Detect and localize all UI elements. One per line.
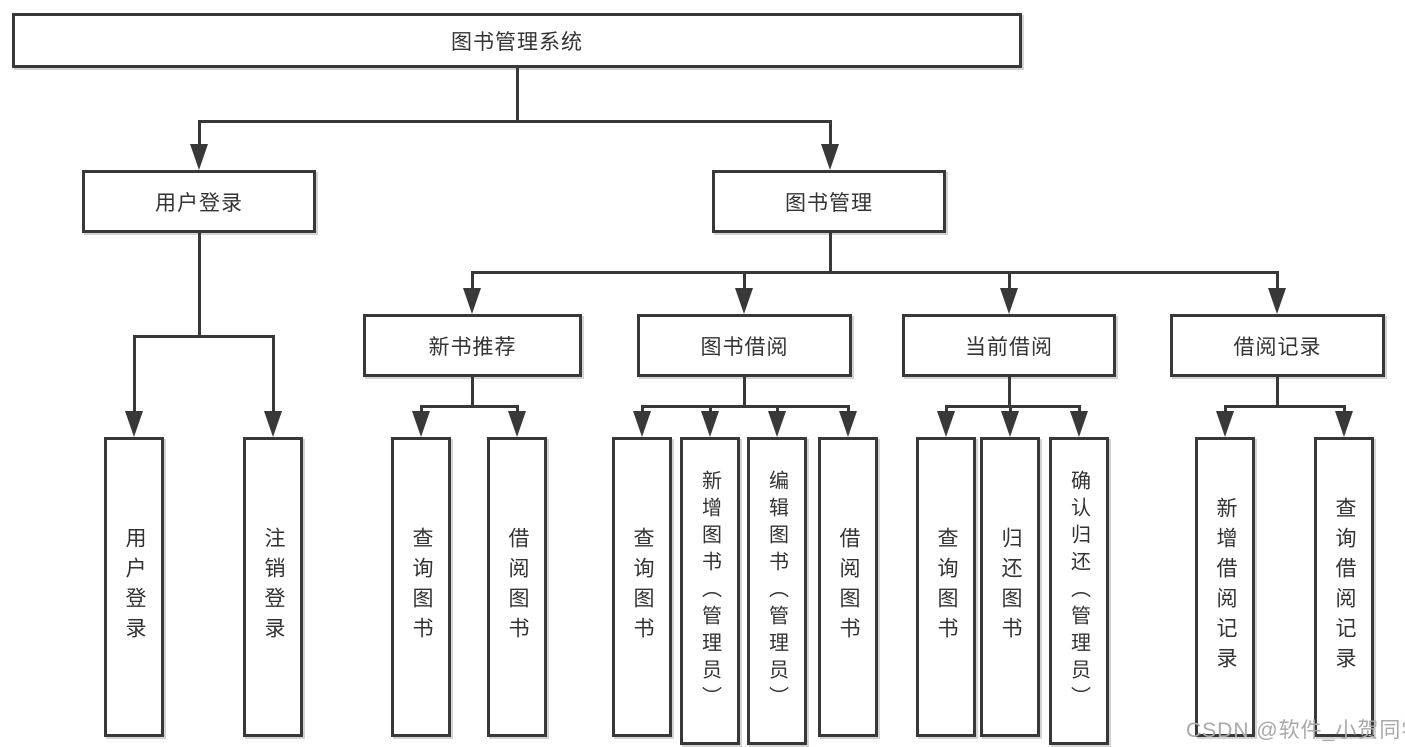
connector-root-drop-left xyxy=(197,120,201,144)
node-borrowing-records: 借阅记录 xyxy=(1170,314,1385,377)
arrowhead-to-user-login xyxy=(190,144,208,170)
connector-cb-drop-1 xyxy=(944,405,948,411)
arrowhead-to-leaf-user-login xyxy=(125,411,143,437)
arrowhead-to-current-borrowing xyxy=(1000,288,1018,314)
leaf-user-login-label: 用户登录 xyxy=(123,527,146,647)
node-user-login-label: 用户登录 xyxy=(155,191,243,215)
arrowhead-br-query-record xyxy=(1335,411,1353,437)
connector-cb-stem xyxy=(1007,377,1011,405)
connector-user-login-branch xyxy=(132,335,275,338)
leaf-edit-book-admin-label: 编辑图书（管理员） xyxy=(765,469,788,713)
leaf-return-book-label: 归还图书 xyxy=(999,527,1022,647)
connector-user-login-drop-2 xyxy=(271,335,275,411)
connector-br-stem xyxy=(1275,377,1279,405)
arrowhead-to-new-book-recommend xyxy=(463,288,481,314)
arrowhead-nbr-query-books xyxy=(412,411,430,437)
leaf-query-books-1-label: 查询图书 xyxy=(410,527,433,647)
node-library-management-system: 图书管理系统 xyxy=(12,13,1022,68)
leaf-add-book-admin-label: 新增图书（管理员） xyxy=(698,469,721,713)
leaf-query-books-3-label: 查询图书 xyxy=(935,527,958,647)
leaf-add-borrow-record: 新增借阅记录 xyxy=(1195,437,1255,737)
node-book-borrowing-label: 图书借阅 xyxy=(700,335,789,359)
leaf-query-books-1: 查询图书 xyxy=(391,437,451,737)
arrowhead-br-add-record xyxy=(1216,411,1234,437)
connector-book-management-branch xyxy=(470,271,1279,274)
leaf-borrow-books-1: 借阅图书 xyxy=(487,437,547,737)
connector-root-drop-right xyxy=(828,120,832,144)
node-book-management-label: 图书管理 xyxy=(785,191,873,215)
leaf-borrow-books-1-label: 借阅图书 xyxy=(506,527,529,647)
connector-user-login-stem xyxy=(197,233,201,335)
connector-bb-branch xyxy=(640,405,850,408)
arrowhead-bb-add-book xyxy=(701,411,719,437)
arrowhead-bb-query-books xyxy=(633,411,651,437)
connector-bm-drop-2 xyxy=(742,271,746,288)
arrowhead-bb-edit-book xyxy=(768,411,786,437)
node-library-management-system-label: 图书管理系统 xyxy=(451,30,583,54)
connector-bb-drop-2 xyxy=(708,405,712,411)
leaf-query-books-2-label: 查询图书 xyxy=(631,527,654,647)
node-book-management: 图书管理 xyxy=(712,170,946,233)
connector-nbr-drop-2 xyxy=(515,405,519,411)
connector-bm-drop-4 xyxy=(1275,271,1279,288)
connector-bb-drop-1 xyxy=(640,405,644,411)
connector-user-login-drop-1 xyxy=(132,335,136,411)
leaf-query-books-2: 查询图书 xyxy=(612,437,672,737)
connector-bm-drop-3 xyxy=(1007,271,1011,288)
connector-br-drop-1 xyxy=(1223,405,1227,411)
connector-br-branch xyxy=(1223,405,1346,408)
connector-root-stem xyxy=(515,68,519,120)
node-user-login: 用户登录 xyxy=(82,170,316,233)
leaf-query-borrow-record-label: 查询借阅记录 xyxy=(1333,497,1356,677)
connector-bb-drop-3 xyxy=(775,405,779,411)
leaf-borrow-books-2: 借阅图书 xyxy=(818,437,878,737)
connector-book-management-stem xyxy=(828,233,832,271)
leaf-borrow-books-2-label: 借阅图书 xyxy=(837,527,860,647)
connector-bm-drop-1 xyxy=(470,271,474,288)
arrowhead-to-book-management xyxy=(821,144,839,170)
node-current-borrowing-label: 当前借阅 xyxy=(965,335,1053,359)
arrowhead-to-book-borrowing xyxy=(735,288,753,314)
connector-cb-drop-2 xyxy=(1008,405,1012,411)
connector-nbr-drop-1 xyxy=(419,405,423,411)
leaf-query-borrow-record: 查询借阅记录 xyxy=(1314,437,1374,737)
connector-br-drop-2 xyxy=(1342,405,1346,411)
leaf-logout-label: 注销登录 xyxy=(262,527,285,647)
connector-bb-stem xyxy=(742,377,746,405)
leaf-user-login: 用户登录 xyxy=(104,437,164,737)
connector-cb-drop-3 xyxy=(1077,405,1081,411)
connector-root-branch xyxy=(197,120,832,123)
leaf-add-borrow-record-label: 新增借阅记录 xyxy=(1214,497,1237,677)
leaf-logout: 注销登录 xyxy=(243,437,303,737)
arrowhead-to-borrowing-records xyxy=(1268,288,1286,314)
connector-cb-branch xyxy=(944,405,1081,408)
arrowhead-bb-borrow-books xyxy=(839,411,857,437)
leaf-query-books-3: 查询图书 xyxy=(916,437,976,737)
arrowhead-cb-confirm-return xyxy=(1070,411,1088,437)
leaf-add-book-admin: 新增图书（管理员） xyxy=(680,437,740,745)
node-book-borrowing: 图书借阅 xyxy=(637,314,852,377)
leaf-confirm-return-admin: 确认归还（管理员） xyxy=(1049,437,1109,745)
node-new-book-recommend-label: 新书推荐 xyxy=(428,335,517,359)
node-borrowing-records-label: 借阅记录 xyxy=(1233,335,1322,359)
leaf-return-book: 归还图书 xyxy=(980,437,1040,737)
connector-bb-drop-4 xyxy=(846,405,850,411)
connector-nbr-stem xyxy=(470,377,474,405)
leaf-edit-book-admin: 编辑图书（管理员） xyxy=(747,437,807,745)
arrowhead-cb-query-books xyxy=(937,411,955,437)
arrowhead-cb-return-book xyxy=(1001,411,1019,437)
arrowhead-nbr-borrow-books xyxy=(508,411,526,437)
arrowhead-to-leaf-logout xyxy=(264,411,282,437)
node-new-book-recommend: 新书推荐 xyxy=(363,314,582,377)
watermark: CSDN @软件_小贺同学 xyxy=(1186,719,1405,742)
leaf-confirm-return-admin-label: 确认归还（管理员） xyxy=(1067,469,1090,713)
connector-nbr-branch xyxy=(419,405,519,408)
node-current-borrowing: 当前借阅 xyxy=(902,314,1116,377)
